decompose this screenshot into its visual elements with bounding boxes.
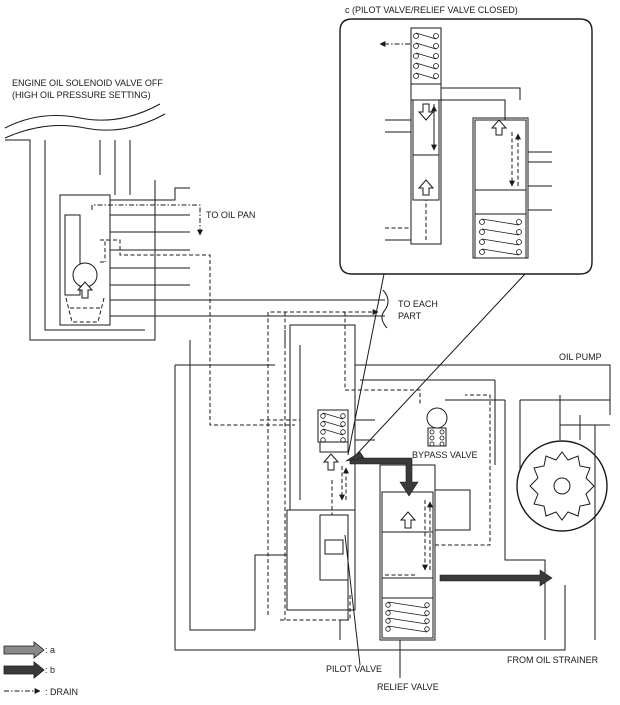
bypass-ball-icon xyxy=(426,407,448,429)
to-oil-pan-label: TO OIL PAN xyxy=(206,210,255,220)
legend-drain-label: : DRAIN xyxy=(45,687,78,697)
inset-title: c (PILOT VALVE/RELIEF VALVE CLOSED) xyxy=(345,5,518,15)
relief-valve xyxy=(379,394,491,641)
legend-item-drain: : DRAIN xyxy=(4,687,78,697)
bypass-valve: BYPASS VALVE xyxy=(412,407,478,460)
inset-detail: c (PILOT VALVE/RELIEF VALVE CLOSED) xyxy=(339,5,593,456)
bypass-valve-label: BYPASS VALVE xyxy=(412,450,478,460)
pilot-valve xyxy=(254,324,375,640)
oil-pump-label: OIL PUMP xyxy=(559,352,602,362)
relief-spring-icon xyxy=(381,597,434,639)
relief-valve-label: RELIEF VALVE xyxy=(377,682,439,692)
to-each-part-line1: TO EACH xyxy=(398,299,438,309)
flow-b-outlet-arrow-icon xyxy=(439,569,553,587)
inset-relief-spring-icon xyxy=(474,213,527,259)
legend-item-a: : a xyxy=(3,641,55,659)
legend-item-b: : b xyxy=(3,661,55,679)
oil-pump-housing: OIL PUMP xyxy=(174,330,611,651)
solenoid-title-line1: ENGINE OIL SOLENOID VALVE OFF xyxy=(12,78,163,88)
solenoid-title-line2: (HIGH OIL PRESSURE SETTING) xyxy=(12,90,151,100)
legend-b-arrow-icon xyxy=(3,661,45,679)
from-oil-strainer-label: FROM OIL STRAINER xyxy=(507,655,599,665)
flow-b-arrow-icon xyxy=(349,457,419,497)
legend-a-label: : a xyxy=(45,645,55,655)
inset-pilot-spring-icon xyxy=(410,27,442,85)
oil-pump-gear-icon xyxy=(516,440,608,532)
pilot-spring-icon xyxy=(317,409,349,443)
legend-a-arrow-icon xyxy=(3,641,45,659)
to-each-part-line2: PART xyxy=(398,311,422,321)
pilot-valve-label: PILOT VALVE xyxy=(326,664,382,674)
engine-oil-solenoid-valve: ENGINE OIL SOLENOID VALVE OFF (HIGH OIL … xyxy=(4,78,295,426)
legend-b-label: : b xyxy=(45,665,55,675)
legend: : a : b : DRAIN xyxy=(3,641,78,697)
